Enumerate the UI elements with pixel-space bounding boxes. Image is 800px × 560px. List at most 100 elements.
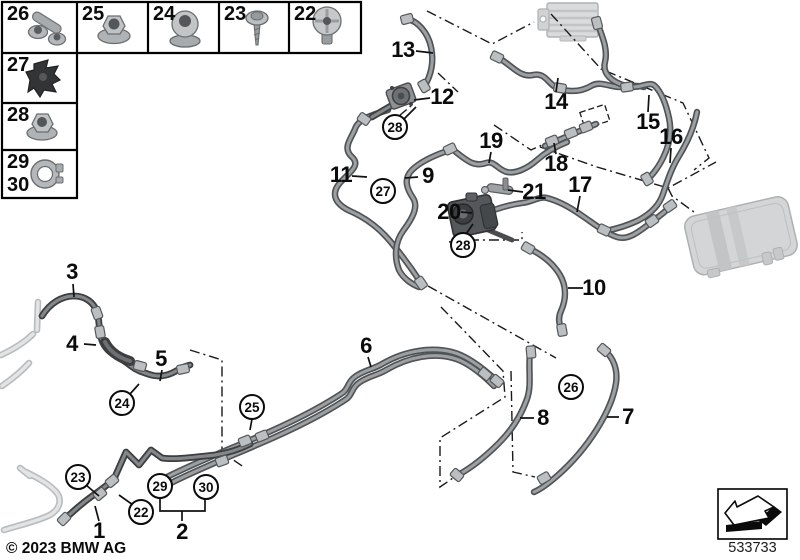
tube-1-2 xyxy=(59,440,254,525)
tube-9 xyxy=(392,146,454,291)
legend-number-29: 29 xyxy=(7,151,30,173)
connector-sleeve xyxy=(525,345,537,359)
connector-sleeve xyxy=(489,50,505,64)
ghost-control-module xyxy=(537,2,599,42)
circled-callout-27: 27 xyxy=(370,178,396,204)
connector-sleeve xyxy=(596,223,612,237)
valve-pump-20 xyxy=(446,192,515,243)
connector-sleeve xyxy=(90,305,104,321)
callout-6: 6 xyxy=(360,333,372,358)
circled-callout-30: 30 xyxy=(193,474,219,500)
connector-sleeve xyxy=(477,366,493,382)
connector-sleeve xyxy=(417,78,431,94)
callout-8: 8 xyxy=(537,405,549,430)
legend-number-22: 22 xyxy=(294,3,317,25)
connector-sleeve xyxy=(442,142,458,156)
connector-sleeve xyxy=(644,214,660,228)
self-tapping-screw-icon xyxy=(245,10,269,46)
callout-12: 12 xyxy=(430,84,454,109)
callout-7: 7 xyxy=(622,404,634,429)
callout-17: 17 xyxy=(568,172,592,197)
connector-sleeve xyxy=(414,275,428,291)
callout-15: 15 xyxy=(636,109,660,134)
callout-21: 21 xyxy=(522,179,546,204)
connector-sleeve xyxy=(556,323,568,337)
ghost-canister xyxy=(684,196,798,279)
sealing-plug-icon xyxy=(169,10,201,48)
connector-sleeve xyxy=(254,429,270,443)
connector-sleeve xyxy=(399,12,415,26)
connector-sleeve xyxy=(563,126,579,140)
connector-sleeve xyxy=(520,241,536,255)
callout-18: 18 xyxy=(544,151,568,176)
circled-callout-22: 22 xyxy=(128,499,154,525)
callout-3: 3 xyxy=(66,259,78,284)
callout-2: 2 xyxy=(176,519,188,544)
flange-nut-28-icon xyxy=(26,113,58,141)
legend-number-25: 25 xyxy=(82,3,105,25)
tube-11 xyxy=(331,106,425,287)
tube-7 xyxy=(530,346,620,496)
connector-sleeve xyxy=(536,471,552,485)
connector-sleeve xyxy=(489,373,505,389)
connector-sleeve xyxy=(596,342,612,358)
callout-13: 13 xyxy=(391,37,415,62)
direction-arrow-icon xyxy=(724,495,782,532)
tube-8 xyxy=(454,349,534,479)
connector-sleeve xyxy=(620,81,634,93)
legend-number-23: 23 xyxy=(224,3,247,25)
legend-number-27: 27 xyxy=(7,54,30,76)
tube-15 xyxy=(593,18,674,184)
copyright-text: © 2023 BMW AG xyxy=(6,540,127,557)
circled-callout-26: 26 xyxy=(558,374,584,400)
valve-pump-12 xyxy=(368,82,417,121)
connector-sleeve xyxy=(356,112,372,126)
tube-13 xyxy=(403,15,436,91)
connector-sleeve xyxy=(92,486,108,502)
circled-callout-25: 25 xyxy=(239,394,265,420)
circled-callout-24: 24 xyxy=(109,390,135,416)
connector-sleeve xyxy=(237,434,253,448)
connector-sleeve xyxy=(578,120,594,134)
circled-callout-29: 29 xyxy=(147,473,173,499)
legend-number-28: 28 xyxy=(7,104,30,126)
callout-11: 11 xyxy=(329,162,353,187)
connector-sleeve xyxy=(104,473,120,489)
connector-sleeve xyxy=(94,325,106,339)
part-number-box xyxy=(717,488,788,540)
circled-callout-28: 28 xyxy=(450,232,476,258)
callout-10: 10 xyxy=(582,275,606,300)
tube-10 xyxy=(524,244,569,336)
callout-5: 5 xyxy=(155,346,167,371)
expansion-rivet-icon xyxy=(312,6,342,45)
dash-dot-leaders xyxy=(189,10,717,489)
legend-number-24: 24 xyxy=(153,3,176,25)
flange-nut-icon xyxy=(97,15,131,45)
connector-sleeve xyxy=(56,511,72,527)
line-clamp-icon xyxy=(30,159,64,189)
callout-19: 19 xyxy=(479,128,503,153)
connector-sleeve xyxy=(640,171,654,187)
callout-1: 1 xyxy=(93,518,105,543)
connector-sleeve xyxy=(590,15,604,31)
connector-sleeve xyxy=(214,454,230,468)
circled-callout-23: 23 xyxy=(65,464,91,490)
callout-14: 14 xyxy=(544,89,568,114)
ghost-hose-bottom-left xyxy=(0,464,63,534)
callout-16: 16 xyxy=(659,124,683,149)
connector-sleeve xyxy=(662,199,678,213)
tube-connectors xyxy=(56,12,678,527)
part-number-text: 533733 xyxy=(728,540,777,556)
callout-9: 9 xyxy=(422,163,434,188)
plastic-clip-icon xyxy=(25,59,62,99)
callout-20: 20 xyxy=(437,199,461,224)
legend-number-30: 30 xyxy=(7,174,30,196)
hose-clip-with-nuts-icon xyxy=(27,11,67,46)
legend-grid xyxy=(0,0,363,200)
ghost-hose-left xyxy=(0,298,42,390)
bracket-21 xyxy=(480,177,514,195)
legend-number-26: 26 xyxy=(7,3,30,25)
connector-sleeve xyxy=(449,467,465,483)
